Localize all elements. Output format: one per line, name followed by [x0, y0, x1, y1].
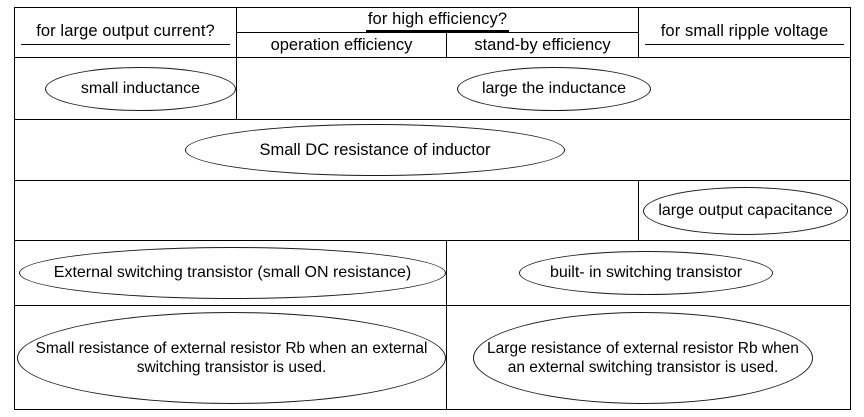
cell-small-dc-resistance: Small DC resistance of inductor [14, 119, 851, 181]
table-row: Small resistance of external resistor Rb… [14, 305, 851, 410]
table-row: Small DC resistance of inductor [14, 119, 851, 181]
bubble-container: large the inductance [237, 58, 850, 119]
bubble-container: large output capacitance [639, 181, 850, 240]
ellipse-large-resistance-rb: Large resistance of external resistor Rb… [473, 311, 813, 404]
ellipse-small-inductance: small inductance [45, 66, 236, 111]
ellipse-label-small-dc-resistance: Small DC resistance of inductor [259, 141, 491, 159]
ellipse-small-resistance-rb: Small resistance of external resistor Rb… [17, 311, 446, 404]
cell-built-in-switching-transistor: built- in switching transistor [446, 240, 851, 306]
cell-empty-capacitance-row [14, 180, 639, 241]
ellipse-label-large-resistance-rb: Large resistance of external resistor Rb… [487, 339, 799, 376]
table-row: large output capacitance [14, 180, 851, 241]
cell-external-switching-transistor: External switching transistor (small ON … [14, 240, 447, 306]
table-header-row-sub: operation efficiency stand-by efficiency [15, 32, 851, 58]
header-cell-high-efficiency: for high efficiency? [236, 7, 639, 33]
cell-small-inductance: small inductance [14, 57, 237, 120]
ellipse-label-small-resistance-rb: Small resistance of external resistor Rb… [35, 339, 428, 376]
ellipse-label-built-in-switching-transistor: built- in switching transistor [549, 264, 743, 281]
ellipse-label-small-inductance: small inductance [80, 79, 201, 97]
bubble-container: Small DC resistance of inductor [15, 120, 850, 180]
header-label-large-output-current: for large output current? [21, 21, 230, 45]
ellipse-large-the-inductance: large the inductance [457, 66, 651, 111]
ellipse-built-in-switching-transistor: built- in switching transistor [519, 251, 773, 295]
bubble-container: Large resistance of external resistor Rb… [447, 306, 850, 409]
bubble-container: Small resistance of external resistor Rb… [15, 306, 446, 409]
table-row: External switching transistor (small ON … [14, 240, 851, 306]
header-cell-large-output-current: for large output current? [14, 7, 237, 58]
header-label-high-efficiency: for high efficiency? [365, 9, 510, 32]
header-cell-standby-efficiency: stand-by efficiency [446, 32, 639, 58]
cell-large-output-capacitance: large output capacitance [638, 180, 851, 241]
header-cell-small-ripple-voltage: for small ripple voltage [638, 7, 851, 58]
ellipse-large-output-capacitance: large output capacitance [643, 186, 848, 235]
cell-large-resistance-rb: Large resistance of external resistor Rb… [446, 305, 851, 410]
ellipse-external-switching-transistor: External switching transistor (small ON … [19, 247, 446, 299]
header-label-operation-efficiency: operation efficiency [270, 36, 413, 54]
header-label-standby-efficiency: stand-by efficiency [474, 36, 611, 54]
header-label-small-ripple-voltage: for small ripple voltage [645, 21, 844, 45]
criteria-table: for large output current? for high effic… [14, 7, 851, 410]
ellipse-label-large-output-capacitance: large output capacitance [658, 201, 833, 219]
header-cell-operation-efficiency: operation efficiency [236, 32, 447, 58]
table-row: small inductance large the inductance [14, 57, 851, 120]
ellipse-label-external-switching-transistor: External switching transistor (small ON … [53, 264, 412, 281]
bubble-container: built- in switching transistor [447, 241, 850, 305]
ellipse-label-large-the-inductance: large the inductance [481, 79, 627, 97]
cell-small-resistance-rb: Small resistance of external resistor Rb… [14, 305, 447, 410]
cell-large-the-inductance: large the inductance [236, 57, 851, 120]
ellipse-small-dc-resistance: Small DC resistance of inductor [185, 124, 565, 176]
table-header-row-top: for large output current? for high effic… [14, 7, 851, 58]
bubble-container: External switching transistor (small ON … [15, 241, 446, 305]
bubble-container: small inductance [15, 58, 236, 119]
